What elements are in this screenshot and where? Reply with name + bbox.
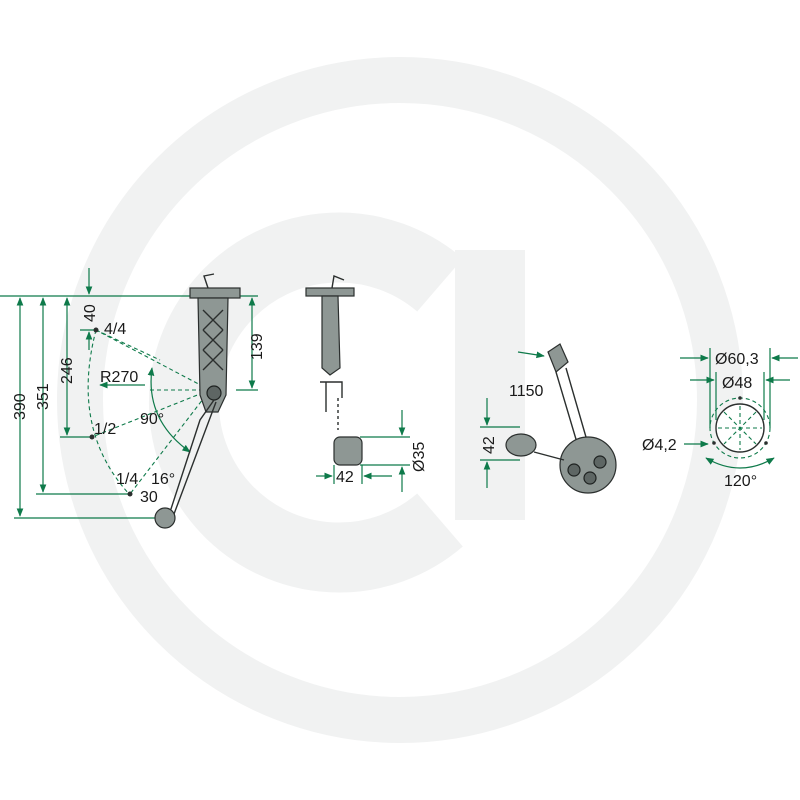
label-level-4-4: 4/4 [104, 321, 126, 338]
level-point-half [89, 434, 95, 440]
float-arm-edge [173, 401, 217, 515]
iso-length-leader [517, 351, 545, 359]
label-30: 30 [140, 489, 158, 506]
label-level-1-2: 1/2 [94, 421, 116, 438]
iso-connector [547, 343, 569, 373]
front-float [333, 436, 363, 466]
upper-limit-line [95, 329, 161, 361]
label-angle-16: 16° [151, 471, 175, 488]
pivot-hub [206, 385, 222, 401]
label-iso-42: 42 [481, 436, 498, 454]
iso-port-2 [583, 471, 597, 485]
label-angle-90: 90° [140, 411, 164, 428]
side-view: 390 351 246 40 139 4/4 R270 90° 1/2 1/4 … [0, 268, 266, 529]
flange-view: Ø60,3 Ø48 Ø4,2 120° [642, 348, 798, 490]
flange-120-arc [705, 457, 775, 469]
level-point-quarter [127, 491, 133, 497]
iso-port-3 [593, 455, 607, 469]
connector-tab [203, 273, 215, 289]
float-ball [154, 507, 176, 529]
level-point-full [93, 327, 99, 333]
iso-float [505, 433, 537, 457]
label-40: 40 [82, 304, 99, 322]
sensor-tube [197, 297, 229, 413]
front-arm [320, 381, 343, 412]
front-connector-tab [331, 275, 345, 289]
front-flange [305, 287, 355, 297]
label-level-1-4: 1/4 [116, 471, 138, 488]
sweep-arc [87, 329, 131, 496]
angle-90-arc [147, 367, 191, 453]
iso-arm [555, 367, 589, 447]
label-angle-120: 120° [724, 473, 757, 490]
iso-flange [559, 436, 617, 494]
granit-g-logo-icon [57, 57, 743, 743]
iso-port-1 [567, 463, 581, 477]
label-dia-48: Ø48 [722, 375, 752, 392]
label-139: 139 [249, 333, 266, 360]
iso-float-link [533, 451, 565, 461]
radial-full [95, 329, 211, 391]
flange-bolt-hole-2 [712, 441, 716, 445]
label-351: 351 [35, 383, 52, 410]
flange-center-marks [718, 406, 762, 450]
front-tube [321, 295, 341, 376]
label-dia-4-2: Ø4,2 [642, 437, 677, 454]
label-radius: R270 [100, 369, 138, 386]
front-view: 42 Ø35 [305, 275, 428, 492]
mounting-flange [189, 287, 241, 299]
label-390: 390 [12, 393, 29, 420]
iso-view: 1150 42 [480, 343, 617, 494]
flange-bolt-hole-1 [738, 396, 742, 400]
label-246: 246 [59, 357, 76, 384]
label-front-42: 42 [336, 469, 354, 486]
label-dia-35: Ø35 [411, 442, 428, 472]
label-dia-60-3: Ø60,3 [715, 351, 759, 368]
tube-lattice [202, 309, 224, 371]
flange-bolt-hole-3 [764, 441, 768, 445]
label-iso-1150: 1150 [509, 383, 544, 400]
float-arm [169, 399, 215, 513]
